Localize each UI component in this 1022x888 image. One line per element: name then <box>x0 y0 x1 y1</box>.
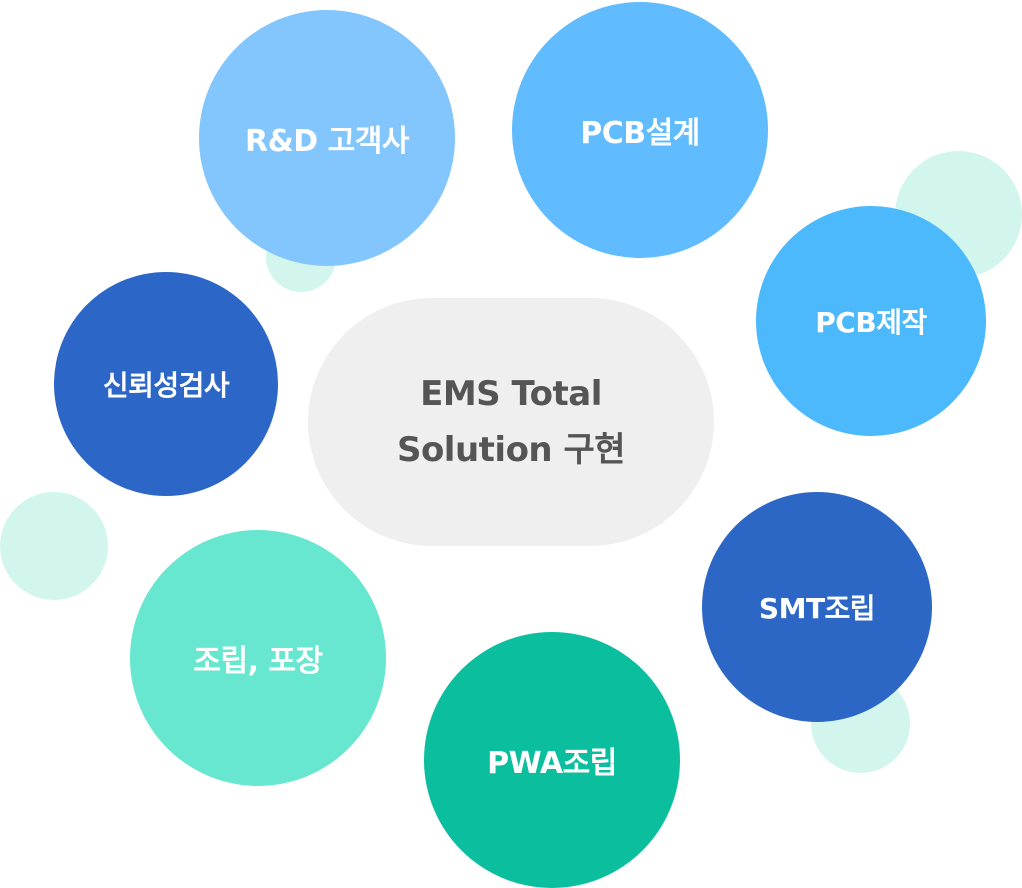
center-title-line-1: EMS Total <box>420 374 602 414</box>
bubble-label: PWA조립 <box>487 746 617 781</box>
bubble-label: PCB제작 <box>815 306 927 339</box>
bubble-reliability-test: 신뢰성검사 <box>54 272 278 496</box>
bubble-assembly-packaging: 조립, 포장 <box>130 530 386 786</box>
bubble-smt-assembly: SMT조립 <box>702 492 932 722</box>
bubble-label: PCB설계 <box>580 116 700 151</box>
center-title-pill: EMS Total Solution 구현 <box>308 298 714 546</box>
decorative-circle <box>0 492 108 600</box>
bubble-pwa-assembly: PWA조립 <box>424 632 680 888</box>
bubble-label: 신뢰성검사 <box>102 369 230 402</box>
bubble-label: SMT조립 <box>758 592 876 625</box>
center-title-line-2: Solution 구현 <box>396 430 626 470</box>
bubble-pcb-manufacture: PCB제작 <box>756 206 986 436</box>
bubble-rnd-client: R&D 고객사 <box>199 10 455 266</box>
bubble-label: R&D 고객사 <box>245 124 409 159</box>
bubble-pcb-design: PCB설계 <box>512 2 768 258</box>
bubble-label: 조립, 포장 <box>193 644 323 679</box>
